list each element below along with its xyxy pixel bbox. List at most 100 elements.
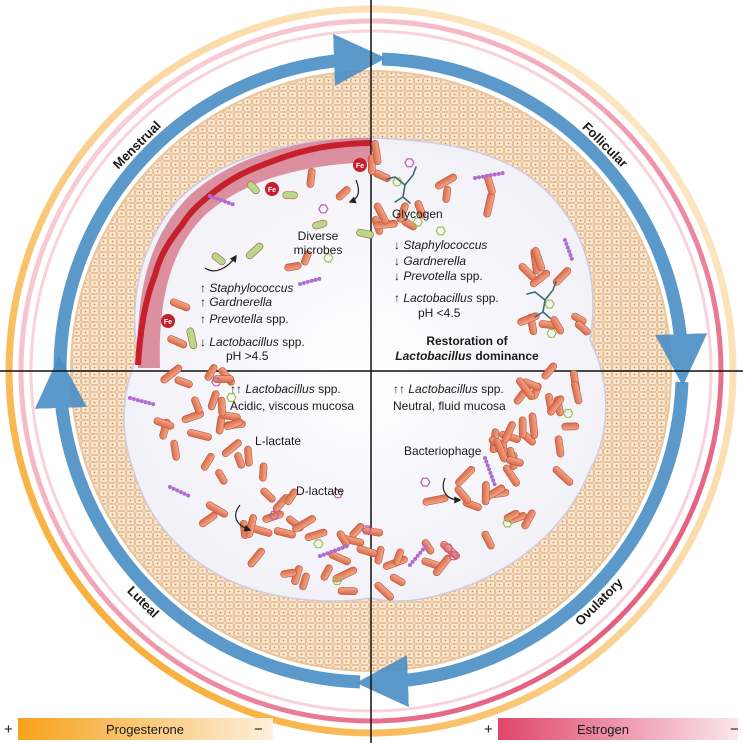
coccus (226, 200, 231, 205)
coccus (565, 245, 570, 250)
coccus (487, 467, 492, 472)
bacterium (518, 263, 537, 281)
menstrual-blood-layer (137, 138, 371, 368)
up-arrow: ↑ (200, 281, 206, 295)
arrow-menstrual (53, 33, 386, 371)
bacterium (304, 528, 328, 541)
follicular-ph: pH <4.5 (418, 306, 461, 320)
bacterium (205, 501, 228, 518)
bacterium (435, 173, 457, 190)
bacterium (374, 581, 394, 601)
lactate-hexagon (392, 177, 403, 187)
microbes-layer (128, 139, 591, 601)
coccus (151, 402, 156, 407)
coccus (476, 175, 481, 180)
coccus (329, 549, 334, 554)
coccus (131, 397, 136, 402)
bacterium (561, 422, 580, 431)
bacterium (215, 469, 228, 485)
restoration-line1: Restoration of (426, 334, 508, 348)
estrogen-minus: − (730, 721, 739, 738)
molecule-pentagon (442, 543, 454, 553)
bacterium (392, 548, 404, 566)
restoration-lacto: Lactobacillus (395, 349, 472, 363)
coccus (135, 398, 140, 403)
lactate-hexagon (502, 518, 513, 528)
bacterium (284, 262, 302, 272)
coccus (321, 552, 326, 557)
lactate-hexagon (412, 217, 423, 227)
svg-text:↑ Lactobacillus spp.: ↑ Lactobacillus spp. (394, 291, 499, 305)
coccus (139, 399, 144, 404)
bacterium (337, 587, 358, 596)
coccus (496, 171, 501, 176)
molecule-pentagon (420, 477, 431, 487)
bacterium (552, 466, 574, 486)
bacterium (247, 181, 260, 195)
lactate-hexagon (313, 539, 324, 549)
coccus (473, 176, 477, 180)
coccus (309, 278, 314, 283)
bacterium (170, 439, 180, 461)
bacterium (244, 445, 253, 467)
bacterium (259, 462, 268, 482)
bacterium (167, 335, 188, 349)
follicular-lacto: Lactobacillus (403, 291, 472, 305)
bacterium (422, 494, 449, 506)
coccus (492, 482, 497, 487)
bacterium (217, 396, 226, 417)
bacterium (541, 362, 558, 380)
bacterium (211, 252, 226, 266)
coccus (484, 173, 489, 178)
follicular-annotations: Glycogen ↓ Staphylococcus ↓ Gardnerella … (392, 207, 539, 363)
bacteriophage-label: Bacteriophage (404, 444, 482, 458)
coccus (313, 277, 318, 282)
svg-text:↑ Staphylococcus: ↑ Staphylococcus (200, 281, 293, 295)
estrogen-plus: + (484, 721, 493, 738)
coccus (230, 202, 235, 207)
bacterium (554, 435, 565, 458)
coccus (215, 196, 220, 201)
svg-text:↓ Lactobacillus spp.: ↓ Lactobacillus spp. (200, 335, 305, 349)
coccus (340, 545, 345, 550)
coccus (500, 171, 505, 176)
bacterium (299, 572, 310, 591)
coccus (408, 563, 412, 567)
coccus (301, 280, 306, 285)
bacterium (282, 191, 298, 200)
bacterium (421, 539, 435, 555)
coccus (488, 471, 493, 476)
arrow-luteal (34, 356, 361, 689)
svg-text:Lactobacillus dominance: Lactobacillus dominance (395, 349, 539, 363)
svg-text:↑ Prevotella spp.: ↑ Prevotella spp. (200, 312, 289, 326)
bacterium (516, 377, 536, 401)
iron-markers: Fe Fe Fe (161, 158, 367, 328)
coccus (480, 174, 485, 179)
lactate-hexagon (435, 226, 446, 236)
bacterium (284, 488, 299, 506)
menstrual-prevotella: Prevotella (209, 312, 263, 326)
coccus (485, 463, 490, 468)
menstrual-spp: spp. (266, 312, 289, 326)
bacterium (506, 456, 524, 467)
bacterium (292, 515, 316, 533)
molecule-pentagon (404, 158, 415, 168)
bacterium (518, 416, 527, 439)
bacterium (529, 269, 551, 288)
svg-text:↓ Gardnerella: ↓ Gardnerella (394, 254, 466, 268)
coccus (333, 548, 338, 553)
coccus (420, 547, 425, 552)
coccus (410, 559, 415, 564)
lactate-hexagon (323, 253, 334, 263)
molecule-pentagon (211, 377, 222, 387)
lactate-hexagon (331, 576, 343, 586)
bacterium (432, 554, 452, 577)
progesterone-minus: − (254, 721, 263, 738)
menstrual-lacto: Lactobacillus (209, 335, 278, 349)
diverse-label-2: microbes (294, 243, 343, 257)
bacterium (371, 139, 382, 165)
bacterium (280, 568, 297, 578)
bacterium (356, 545, 378, 558)
menstrual-ph: pH >4.5 (226, 349, 269, 363)
coccus (569, 256, 574, 261)
